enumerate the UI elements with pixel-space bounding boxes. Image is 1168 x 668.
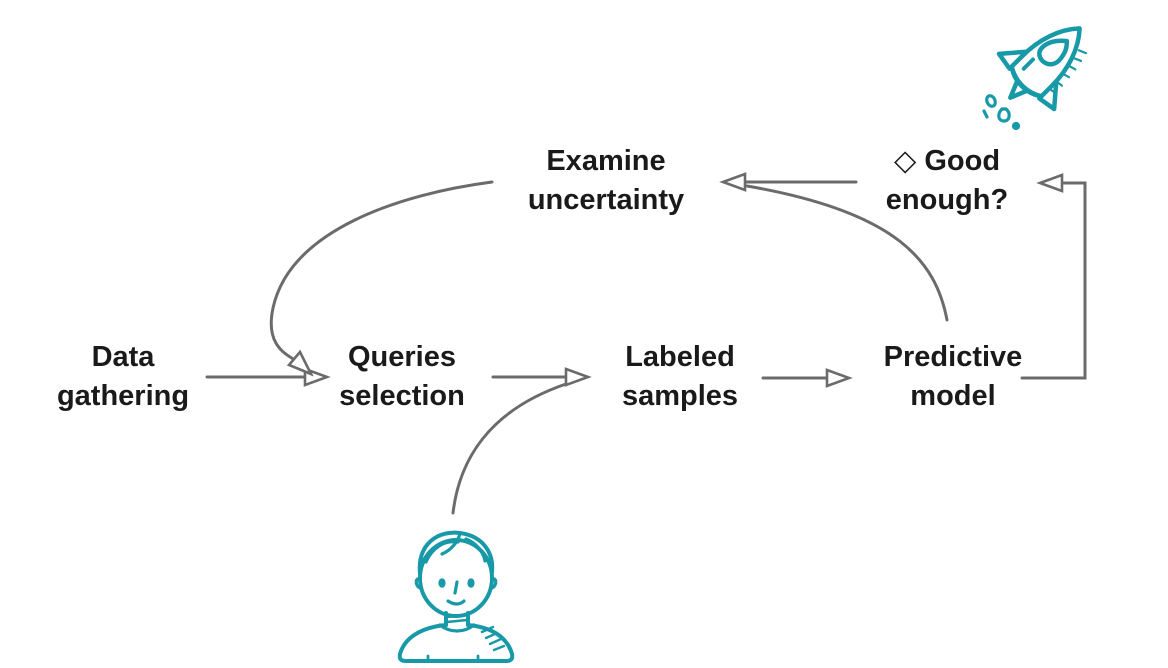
node-label: Predictive (883, 341, 1023, 373)
rocket-fin-bottom (1008, 78, 1030, 100)
node-data-gathering: Data gathering (23, 338, 223, 416)
node-label: Queries (348, 341, 456, 373)
edge-predictive-to-examine-curve (745, 184, 949, 322)
node-label: Examine (546, 145, 666, 177)
edge-examine-to-queries-curve (269, 180, 494, 362)
rocket-fin-left (996, 49, 1029, 71)
node-good-enough: ◇ Good enough? (847, 142, 1047, 220)
person-neck-hatching (445, 613, 469, 624)
arrowhead-into-labeled (564, 367, 592, 387)
node-label: uncertainty (527, 184, 685, 216)
person-icon (397, 530, 515, 663)
person-hair-strands (424, 532, 487, 564)
edge-person-to-labeled-curve (451, 382, 568, 515)
rocket-exhaust (982, 94, 1021, 131)
node-label: samples (621, 380, 739, 412)
node-label: model (910, 380, 996, 412)
arrowhead-into-examine (719, 172, 747, 192)
rocket-nose-hatching (1048, 49, 1088, 94)
person-torso (397, 623, 515, 663)
person-shoulder-hatching (480, 625, 506, 652)
rocket-fin-right (1037, 79, 1059, 112)
person-ear-right (490, 577, 498, 590)
rocket-hatch-dash (1021, 57, 1035, 71)
person-eye-left (438, 578, 446, 588)
node-label: gathering (56, 380, 190, 412)
rocket-base-line (1009, 67, 1041, 99)
arrowhead-into-good (1036, 173, 1064, 193)
rocket-window (1037, 38, 1070, 67)
rocket-icon (982, 26, 1088, 131)
node-label: Labeled (625, 341, 735, 373)
edge-predictive-to-good-elbow (1020, 181, 1087, 380)
person-collar (438, 623, 476, 633)
node-labeled-samples: Labeled samples (580, 338, 780, 416)
arrowhead-into-predictive (825, 368, 853, 388)
person-ear-left (414, 577, 422, 590)
person-nose (453, 580, 459, 595)
person-mouth (446, 599, 466, 606)
node-label: ◇ Good (893, 145, 1001, 177)
person-shirt-ticks (426, 654, 480, 663)
node-examine-uncertainty: Examine uncertainty (506, 142, 706, 220)
arrowhead-curve-into-queries (286, 349, 314, 377)
person-eye-right (467, 578, 475, 588)
node-label: selection (339, 380, 465, 412)
node-queries-selection: Queries selection (302, 338, 502, 416)
node-predictive-model: Predictive model (853, 338, 1053, 416)
node-label: Data (91, 341, 155, 373)
node-label: enough? (885, 184, 1009, 216)
